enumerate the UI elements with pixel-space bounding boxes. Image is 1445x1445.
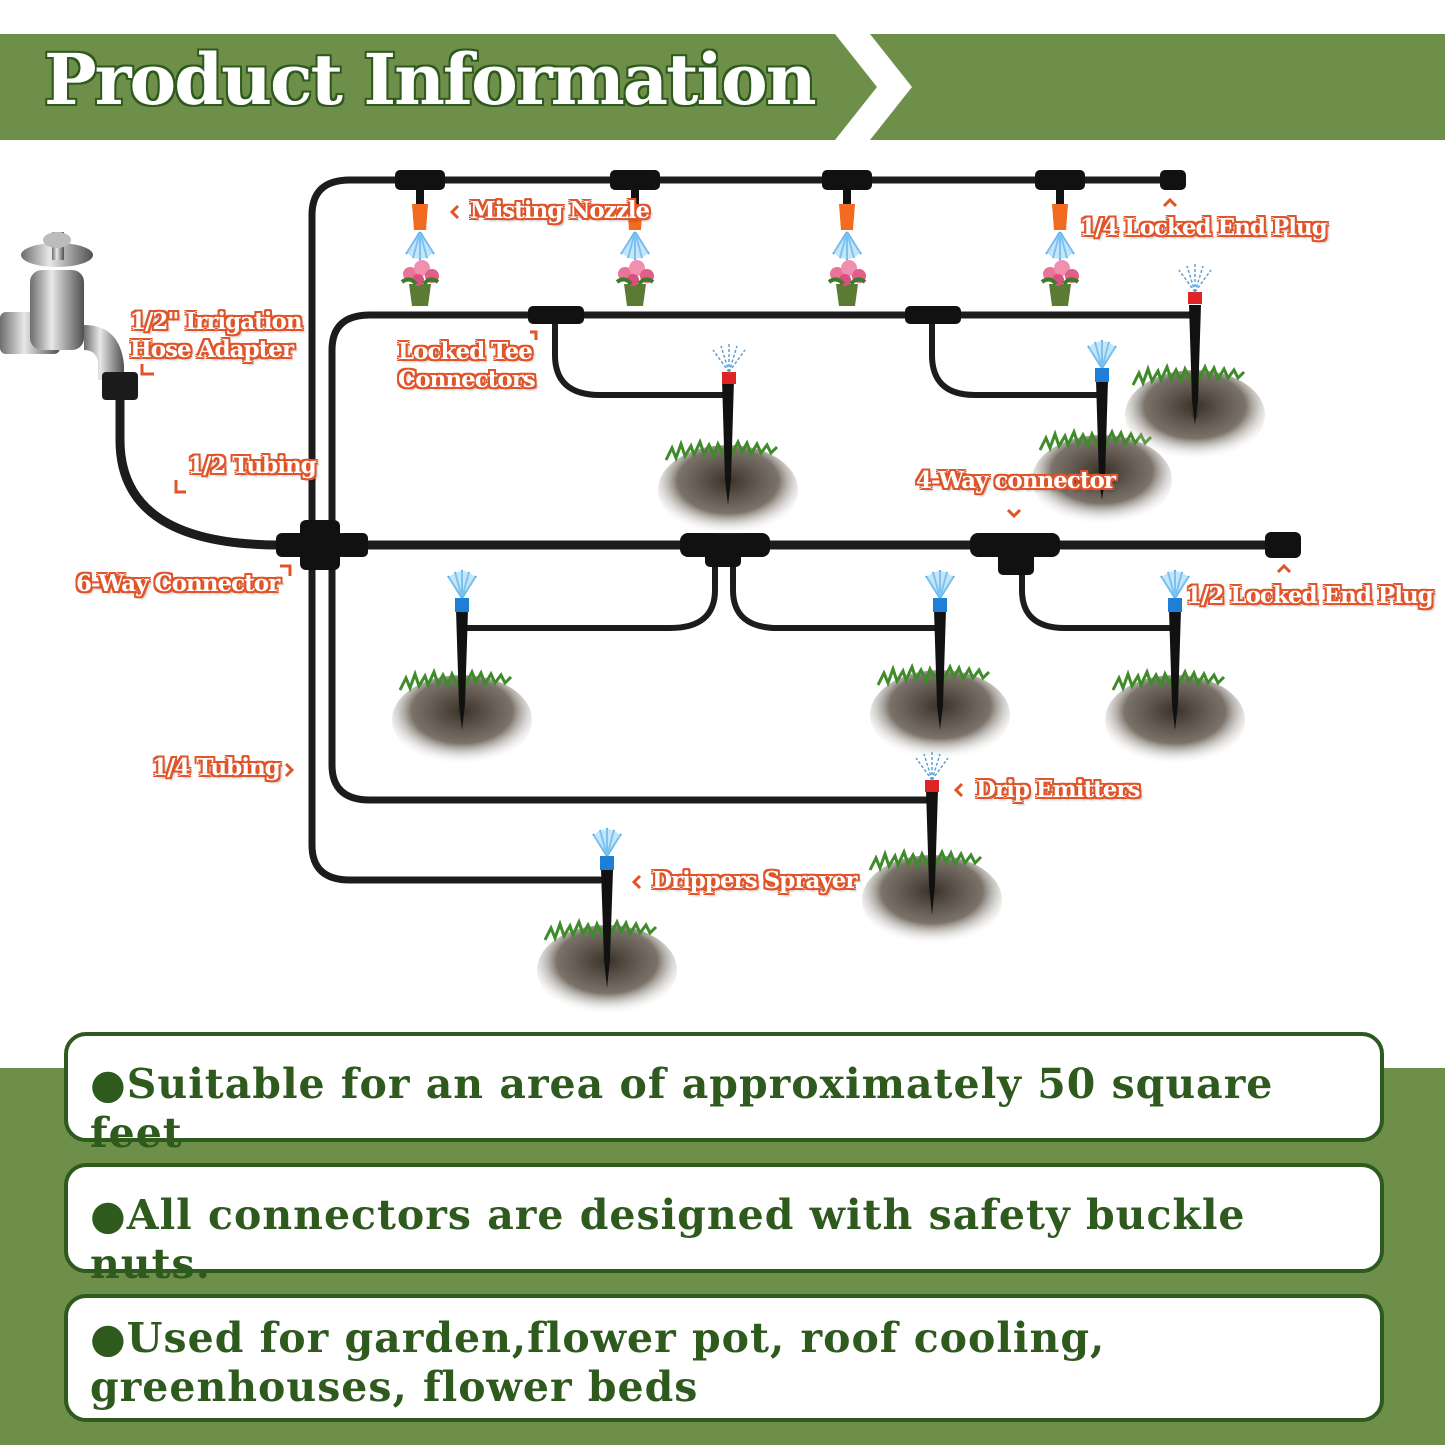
stakes xyxy=(390,263,1267,1017)
title-banner xyxy=(0,34,1445,140)
feature-text-1: ●Suitable for an area of approximately 5… xyxy=(90,1060,1274,1158)
diagram-svg xyxy=(0,170,1301,1017)
feature-text-2: ●All connectors are designed with safety… xyxy=(90,1191,1246,1289)
label-quarter-end-plug: 1/4 Locked End Plug xyxy=(1080,214,1328,241)
feature-2: All connectors are designed with safety … xyxy=(90,1191,1246,1289)
label-half-end-plug: 1/2 Locked End Plug xyxy=(1186,582,1434,609)
banner-arrow-shape xyxy=(835,34,912,140)
tubing-network xyxy=(115,176,1290,884)
misting-nozzles xyxy=(400,190,1081,308)
label-tee-line1: Locked Tee xyxy=(398,338,533,365)
label-half-tubing: 1/2 Tubing xyxy=(188,452,317,479)
feature-text-3: ●Used for garden,flower pot, roof coolin… xyxy=(90,1314,1106,1412)
label-hose-adapter-line2: Hose Adapter xyxy=(130,335,294,363)
label-drippers-sprayer: Drippers Sprayer xyxy=(652,867,857,894)
label-four-way-connector: 4-Way connector xyxy=(916,467,1116,494)
label-quarter-tubing: 1/4 Tubing xyxy=(152,754,281,781)
label-tee-line2: Connectors xyxy=(398,365,536,393)
feature-3: Used for garden,flower pot, roof cooling… xyxy=(90,1314,1106,1412)
feature-box-2: ●All connectors are designed with safety… xyxy=(64,1163,1384,1288)
label-pointers xyxy=(140,197,1292,890)
label-misting-nozzle: Misting Nozzle xyxy=(470,197,650,224)
connectors xyxy=(276,170,1301,575)
label-drip-emitters: Drip Emitters xyxy=(976,776,1140,803)
label-hose-adapter-line1: 1/2" Irrigation xyxy=(130,308,303,335)
feature-box-1: ●Suitable for an area of approximately 5… xyxy=(64,1032,1384,1157)
label-hose-adapter: 1/2" Irrigation Hose Adapter xyxy=(130,308,303,363)
irrigation-diagram: Misting Nozzle 1/4 Locked End Plug 1/2" … xyxy=(0,140,1445,1040)
page-title: Product Information xyxy=(43,37,819,123)
feature-1: Suitable for an area of approximately 50… xyxy=(90,1060,1274,1158)
feature-box-3: ●Used for garden,flower pot, roof coolin… xyxy=(64,1294,1384,1422)
label-six-way-connector: 6-Way Connector xyxy=(76,570,280,597)
label-tee-connectors: Locked Tee Connectors xyxy=(398,338,536,393)
faucet-icon xyxy=(0,232,138,400)
